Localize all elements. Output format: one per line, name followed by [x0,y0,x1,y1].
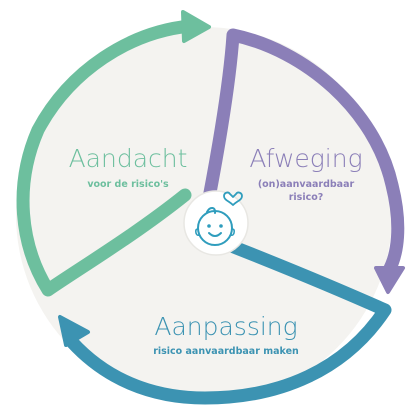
heart-icon [223,191,243,206]
aandacht-title: Aandacht [69,144,188,173]
afweging-subtitle-line1: (on)aanvaardbaar [258,179,355,190]
baby-face-heart-icon [183,190,249,256]
aanpassing-arrowhead [58,315,90,347]
aanpassing-subtitle: risico aanvaardbaar maken [153,346,299,357]
afweging-subtitle-line2: risico? [289,192,324,203]
aandacht-arrowhead [181,10,211,43]
afweging-arrowhead [374,266,405,294]
aandacht-arc [16,10,211,297]
afweging-title: Afweging [249,144,362,173]
aanpassing-arc [58,233,392,405]
aandacht-subtitle: voor de risico's [87,179,169,190]
afweging-arc [202,28,405,294]
aanpassing-title: Aanpassing [154,312,297,341]
